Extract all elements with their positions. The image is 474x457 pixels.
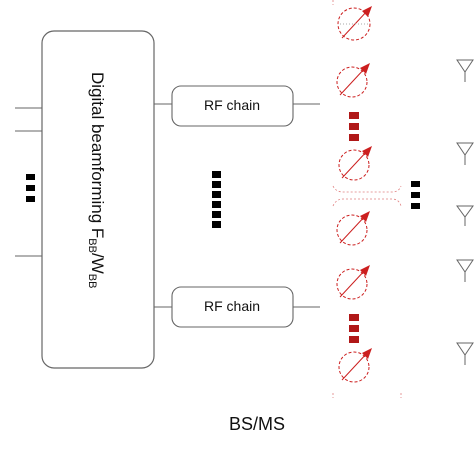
antenna-icon	[456, 342, 474, 365]
phase-shifter-icon	[338, 348, 372, 383]
input-dots-icon	[26, 174, 35, 202]
phase-shifter-icon	[336, 265, 370, 300]
rf-chain-dots-icon	[212, 171, 221, 228]
group-dots-icon	[411, 181, 420, 209]
rf-chain-1-label: RF chain	[204, 97, 260, 113]
phase-shifter-icon	[336, 211, 370, 246]
input-lines	[15, 107, 42, 257]
antenna-icon	[456, 142, 474, 165]
rf-chain-2-label: RF chain	[204, 298, 260, 314]
rf-chain-1: RF chain	[171, 85, 294, 127]
antenna-icon	[456, 205, 474, 226]
block-to-rf-lines	[154, 103, 172, 308]
rf-output-lines	[293, 103, 320, 308]
analog-network-brackets	[332, 0, 402, 398]
antenna-icon	[456, 259, 474, 282]
device-caption: BS/MS	[229, 414, 285, 434]
phase-shifter-dots-icon	[349, 112, 359, 343]
digital-beamforming-block: Digital beamforming FBB/WBB	[41, 30, 155, 369]
phase-shifter-icon	[336, 63, 370, 98]
antenna-icon	[456, 59, 474, 82]
phase-shifter-icon	[337, 6, 372, 41]
rf-chain-2: RF chain	[171, 286, 294, 328]
phase-shifter-icon	[338, 146, 372, 181]
digital-beamforming-label: Digital beamforming FBB/WBB	[86, 72, 107, 288]
